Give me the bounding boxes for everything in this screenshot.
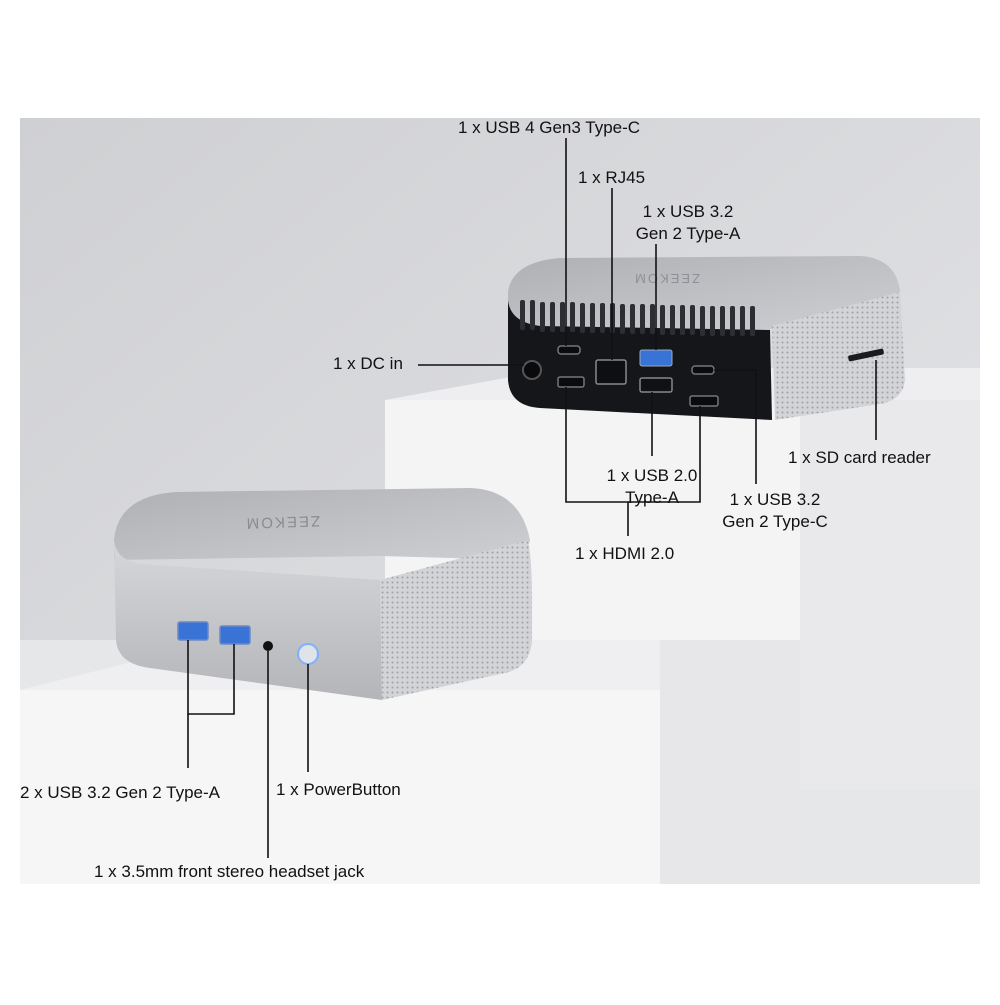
label-usb32a-rear: 1 x USB 3.2 Gen 2 Type-A bbox=[618, 201, 758, 245]
front-usb-port-2 bbox=[219, 625, 251, 645]
brand-logo-rear: ZEEKOM bbox=[633, 271, 700, 286]
leader-lines bbox=[187, 138, 877, 858]
label-hdmi: 1 x HDMI 2.0 bbox=[575, 544, 675, 563]
label-dc-in: 1 x DC in bbox=[333, 354, 403, 373]
usb32a-blue-port bbox=[639, 349, 673, 367]
label-usb20-line2: Type-A bbox=[625, 488, 679, 507]
podium-back-side bbox=[800, 400, 980, 790]
hdmi-port-left bbox=[557, 376, 585, 388]
front-usb-port-1 bbox=[177, 621, 209, 641]
brand-logo-front: ZEEKOM bbox=[244, 512, 320, 532]
usb32c-port bbox=[691, 365, 715, 375]
label-usb20-line1: 1 x USB 2.0 bbox=[606, 466, 698, 485]
headset-jack bbox=[263, 641, 273, 651]
label-usb32a-rear-line2: Gen 2 Type-A bbox=[635, 224, 741, 243]
power-button bbox=[297, 643, 319, 665]
label-headset-jack: 1 x 3.5mm front stereo headset jack bbox=[94, 862, 365, 881]
mini-pc-rear: ZEEKOM bbox=[508, 256, 905, 420]
label-front-usb: 2 x USB 3.2 Gen 2 Type-A bbox=[20, 783, 221, 802]
label-power-button: 1 x PowerButton bbox=[276, 780, 401, 799]
label-usb32c-line1: 1 x USB 3.2 bbox=[729, 490, 821, 509]
mini-pc-front: ZEEKOM bbox=[114, 488, 532, 700]
usb4-port bbox=[557, 345, 581, 355]
podium-front-side bbox=[660, 640, 800, 884]
sd-card-slot bbox=[848, 348, 884, 362]
label-usb32a-rear-line1: 1 x USB 3.2 bbox=[642, 202, 734, 221]
hdmi-port-right bbox=[689, 395, 719, 407]
label-sd-reader: 1 x SD card reader bbox=[788, 448, 931, 467]
label-usb32c-line2: Gen 2 Type-C bbox=[722, 512, 828, 531]
rj45-port bbox=[595, 359, 627, 385]
label-usb32c: 1 x USB 3.2 Gen 2 Type-C bbox=[700, 489, 850, 533]
dc-in-port bbox=[522, 360, 542, 380]
label-rj45: 1 x RJ45 bbox=[578, 168, 646, 187]
label-usb20: 1 x USB 2.0 Type-A bbox=[582, 465, 722, 509]
label-usb4: 1 x USB 4 Gen3 Type-C bbox=[458, 118, 641, 137]
podium-front-face bbox=[20, 690, 660, 884]
usb20-port bbox=[639, 377, 673, 393]
